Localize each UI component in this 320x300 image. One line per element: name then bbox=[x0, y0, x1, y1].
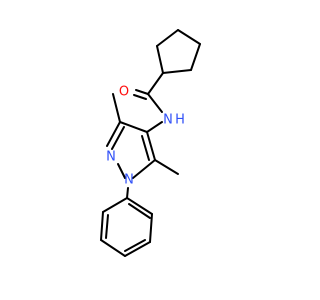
double-bond bbox=[135, 89, 149, 95]
bond bbox=[126, 187, 129, 199]
bond bbox=[124, 241, 151, 257]
phenyl-ring bbox=[100, 187, 153, 257]
bond bbox=[106, 121, 121, 147]
double-bond bbox=[133, 94, 147, 100]
bond bbox=[146, 121, 163, 133]
bond bbox=[117, 163, 126, 179]
bond bbox=[156, 29, 179, 47]
bond bbox=[100, 239, 126, 257]
double-bond bbox=[111, 126, 125, 150]
pyrazole-n1-label: N bbox=[124, 173, 134, 188]
methyl-bond bbox=[112, 93, 121, 123]
bond bbox=[119, 121, 148, 133]
atom-labels: O N H N N bbox=[106, 85, 185, 188]
double-bond bbox=[124, 239, 146, 252]
pyrazole-n2-label: N bbox=[106, 150, 116, 165]
pyrazole-ring bbox=[106, 121, 156, 179]
bond bbox=[156, 45, 164, 74]
bond bbox=[147, 93, 163, 113]
bond bbox=[132, 159, 156, 179]
double-bond bbox=[128, 203, 151, 219]
bond bbox=[177, 29, 201, 45]
chemical-structure: O N H N N bbox=[100, 29, 201, 257]
bond bbox=[190, 43, 201, 71]
double-bond bbox=[105, 214, 109, 239]
bond bbox=[162, 69, 192, 74]
bond bbox=[149, 213, 153, 243]
double-bond bbox=[146, 131, 156, 161]
cyclopentane-ring bbox=[156, 29, 201, 74]
amide-nitrogen-label: N bbox=[163, 113, 173, 128]
amide-hydrogen-label: H bbox=[175, 113, 185, 128]
bond bbox=[126, 197, 153, 215]
amide-group bbox=[133, 72, 164, 133]
double-bond bbox=[141, 135, 150, 161]
methyl-bond bbox=[154, 159, 179, 175]
methyl-groups bbox=[112, 93, 179, 175]
bond bbox=[147, 72, 164, 95]
bond bbox=[100, 211, 104, 241]
bond bbox=[102, 197, 128, 213]
oxygen-atom-label: O bbox=[119, 85, 129, 100]
